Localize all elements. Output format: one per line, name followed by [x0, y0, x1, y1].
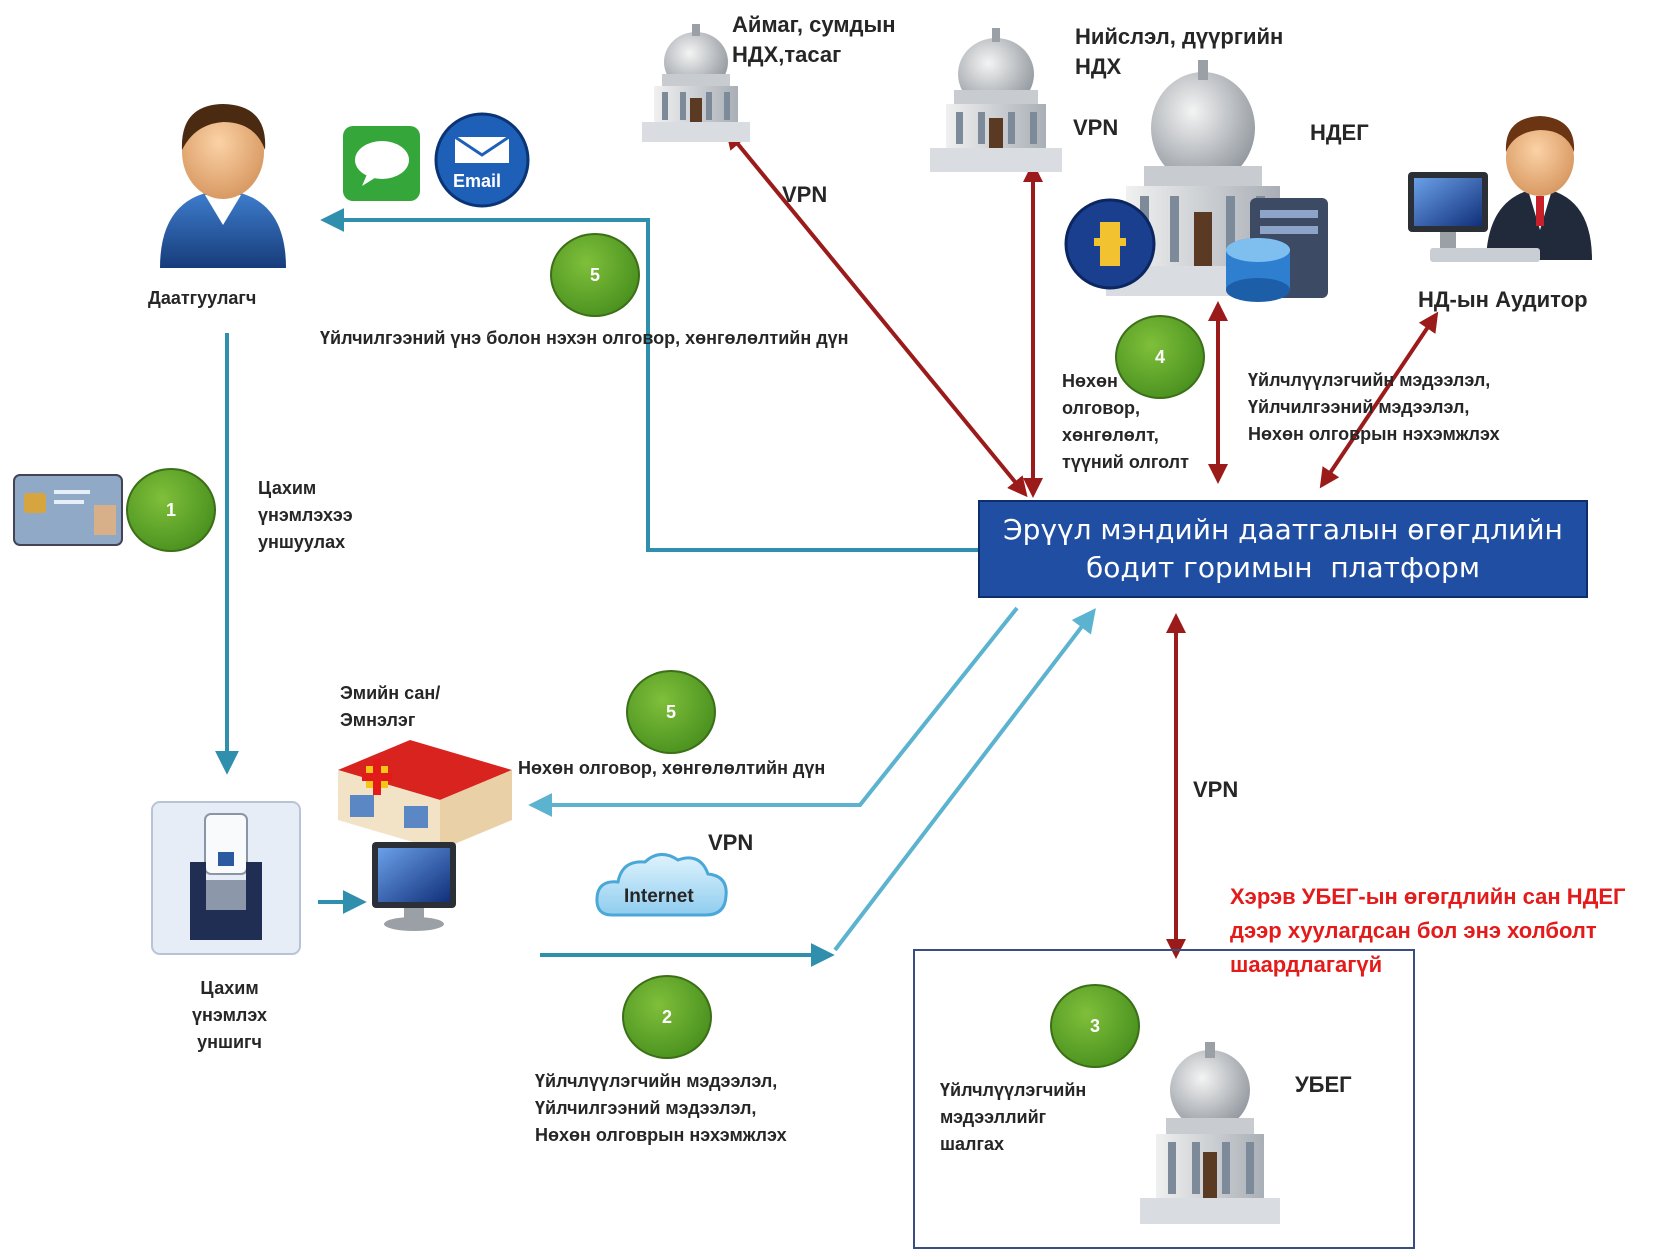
step-5-top: 5: [550, 233, 640, 317]
internet-cloud-icon: [595, 853, 728, 917]
aimag-office-label: Аймаг, сумдын НДХ,тасаг: [732, 12, 896, 67]
ndeg-payment-text: Нөхөн олговор, хөнгөлөлт, түүний олголт: [1062, 371, 1189, 472]
capital-office-icon: [930, 28, 1062, 172]
pharmacy-label: Эмийн сан/ Эмнэлэг: [340, 683, 441, 730]
sms-icon: [343, 126, 420, 201]
ubeg-label: УБЕГ: [1295, 1072, 1352, 1097]
vpn-internet-label: VPN: [708, 830, 754, 855]
ndeg-label: НДЕГ: [1310, 120, 1369, 145]
step-1: 1: [126, 468, 216, 552]
claim-result-text: Нөхөн олговор, хөнгөлөлтийн дүн: [518, 758, 826, 778]
emblem-icon: [1064, 198, 1156, 290]
computer-monitor-icon: [372, 842, 456, 931]
ubeg-check-text: Үйлчлүүлэгчийн мэдээллийг шалгах: [940, 1080, 1087, 1154]
price-result-text: Үйлчилгээний үнэ болон нэхэн олговор, хө…: [320, 328, 849, 348]
step-5-mid: 5: [626, 670, 716, 754]
card-reader-label: Цахим үнэмлэх уншигч: [192, 978, 268, 1052]
platform-box[interactable]: Эрүүл мэндийн даатгалын өгөгдлийн бодит …: [978, 500, 1588, 598]
vpn-ubeg-label: VPN: [1193, 777, 1239, 802]
step-3: 3: [1050, 984, 1140, 1068]
insured-person-icon: [160, 104, 286, 268]
red-connections: [725, 128, 1439, 959]
arrow-platform-to-pharmacy: [528, 606, 1019, 817]
pharmacy-building-icon: [338, 740, 512, 850]
email-label: Email: [453, 171, 502, 191]
insured-label: Даатгуулагч: [148, 288, 257, 308]
ubeg-note-text: Хэрэв УБЕГ-ын өгөгдлийн сан НДЕГ дээр ху…: [1230, 884, 1626, 977]
auditor-person-icon: [1408, 116, 1592, 262]
internet-label: Internet: [624, 886, 694, 907]
platform-title: Эрүүл мэндийн даатгалын өгөгдлийн бодит …: [1003, 513, 1563, 584]
step-4: 4: [1115, 315, 1205, 399]
auditor-data-text: Үйлчлүүлэгчийн мэдээлэл, Үйлчилгээний мэ…: [1248, 370, 1500, 444]
sms-label: SMS: [358, 148, 393, 165]
id-card-icon: [13, 474, 123, 546]
arrow-auditor-platform: [1319, 311, 1439, 489]
teal-connections: [215, 208, 1096, 967]
read-card-text: Цахим үнэмлэхээ уншуулах: [258, 478, 353, 552]
ubeg-building-icon: [1140, 1042, 1280, 1224]
database-server-icon: [1226, 198, 1328, 302]
step-2: 2: [622, 975, 712, 1059]
vpn-capital-label: VPN: [1073, 115, 1119, 140]
email-icon: [434, 112, 530, 208]
arrow-aimag-platform: [725, 128, 1028, 498]
card-reader-icon: [151, 801, 301, 955]
arrow-internet-to-platform: [833, 608, 1096, 952]
arrow-platform-to-insured: [320, 208, 978, 552]
capital-office-label: Нийслэл, дүүргийн НДХ: [1075, 24, 1284, 79]
vpn-aimag-label: VPN: [782, 182, 828, 207]
aimag-office-icon: [642, 24, 750, 142]
auditor-label: НД-ын Аудитор: [1418, 287, 1588, 312]
claim-request-text: Үйлчлүүлэгчийн мэдээлэл, Үйлчилгээний мэ…: [535, 1071, 787, 1145]
